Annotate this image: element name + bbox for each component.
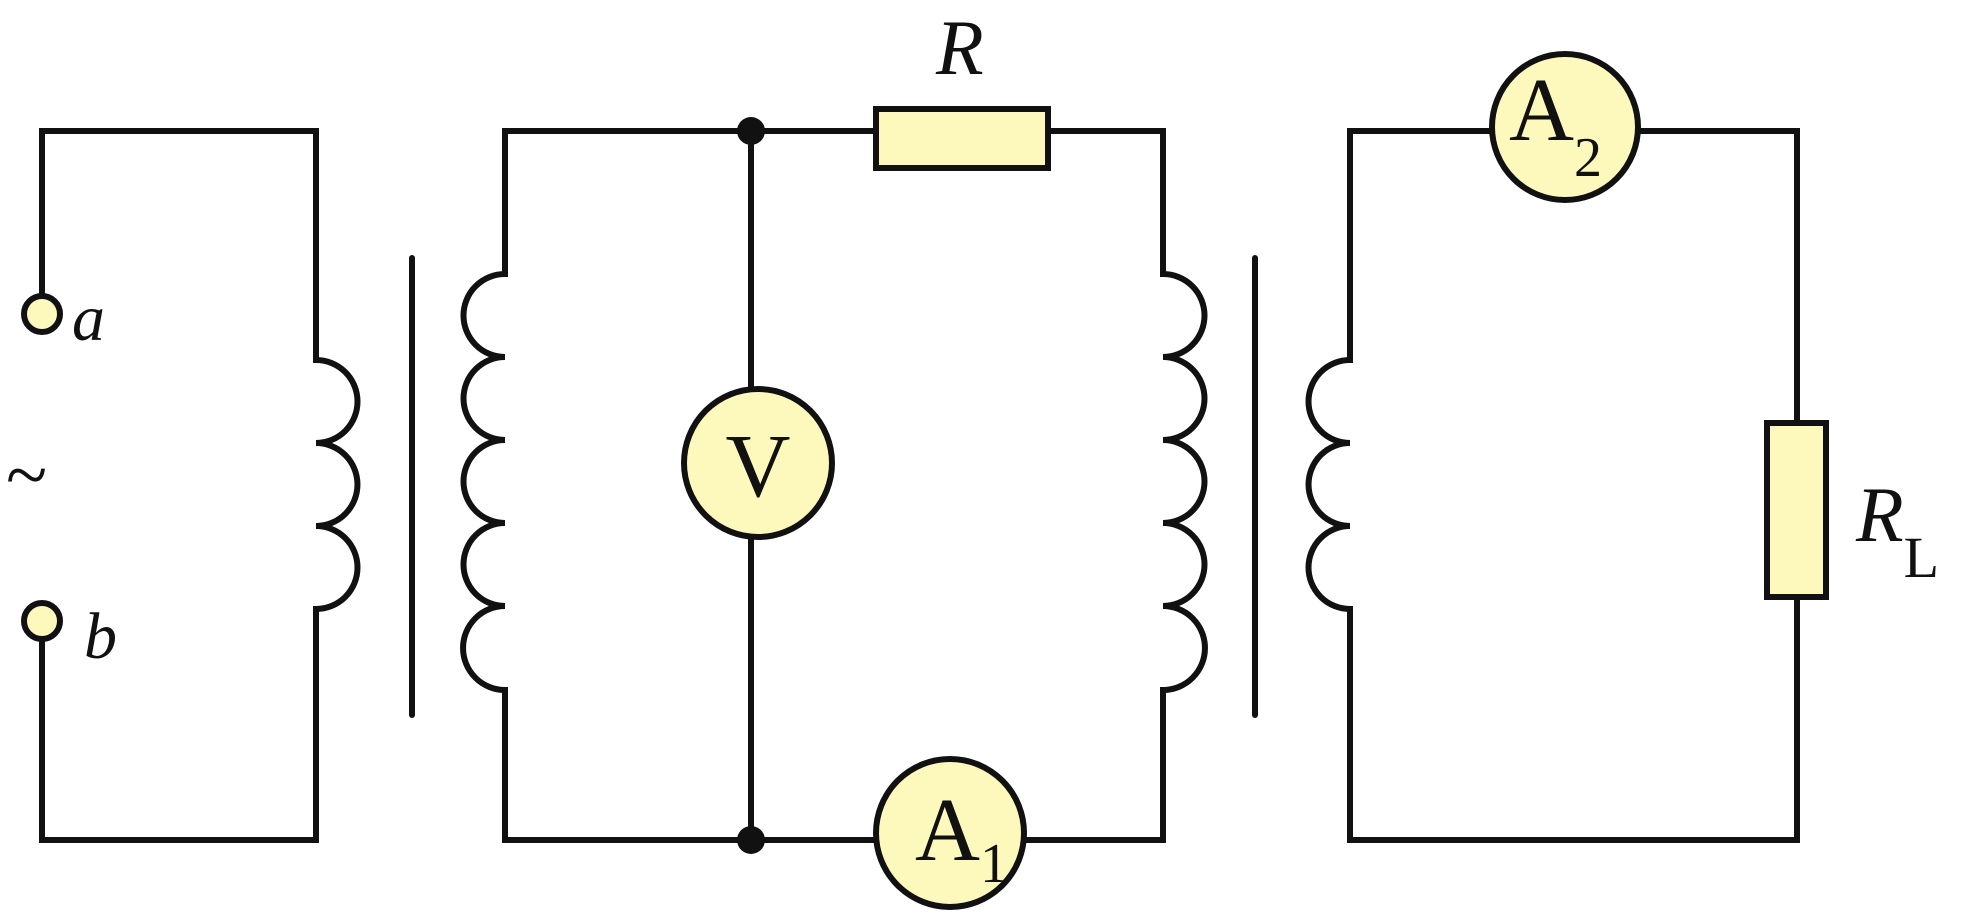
- ammeter-A2-letter: A: [1509, 61, 1574, 160]
- load-resistor-RL[interactable]: [1764, 420, 1829, 600]
- ammeter-A1[interactable]: [873, 756, 1027, 910]
- ammeter-A1-letter: A: [915, 781, 980, 880]
- ammeter-A2-label: A2: [1509, 61, 1602, 189]
- resistor-R[interactable]: [873, 106, 1051, 171]
- transformer2-secondary-coil: [1305, 357, 1353, 612]
- voltmeter[interactable]: [681, 386, 835, 540]
- terminal-a-label: a: [72, 282, 105, 355]
- terminal-b[interactable]: [21, 600, 63, 642]
- ammeter-A1-label: A1: [915, 781, 1008, 895]
- load-resistor-R: R: [1855, 471, 1904, 558]
- resistor-R-label: R: [935, 4, 984, 91]
- primary-bottom-wire: [39, 606, 319, 843]
- junction-top: [737, 117, 765, 145]
- middle-circuit: R V A1: [460, 4, 1208, 910]
- primary-coil: [313, 357, 361, 612]
- ammeter-A1-subscript: 1: [980, 833, 1008, 895]
- junction-bottom: [737, 826, 765, 854]
- ammeter-A2-subscript: 2: [1574, 127, 1602, 189]
- load-top-wire-right: [1635, 128, 1800, 426]
- load-top-wire-left: [1347, 128, 1495, 363]
- load-bottom-wire: [1347, 594, 1800, 843]
- load-resistor-RL-label: RL: [1855, 471, 1939, 590]
- terminal-a[interactable]: [21, 293, 63, 335]
- transformer1-secondary-coil: [460, 271, 508, 693]
- primary-top-wire: [39, 128, 319, 363]
- middle-right-top-wire: [1045, 128, 1166, 277]
- primary-circuit: a b ~: [6, 128, 361, 843]
- voltmeter-label: V: [726, 417, 791, 516]
- terminal-b-label: b: [84, 600, 117, 673]
- middle-left-bottom-wire: [502, 687, 879, 843]
- middle-right-bottom-wire: [1021, 687, 1166, 843]
- load-resistor-subscript: L: [1904, 525, 1939, 590]
- ammeter-A2[interactable]: [1489, 51, 1641, 203]
- ac-source-symbol: ~: [6, 433, 47, 517]
- load-circuit: A2 RL: [1305, 51, 1939, 843]
- middle-left-top-wire: [502, 128, 879, 277]
- transformer2-primary-coil: [1160, 271, 1208, 693]
